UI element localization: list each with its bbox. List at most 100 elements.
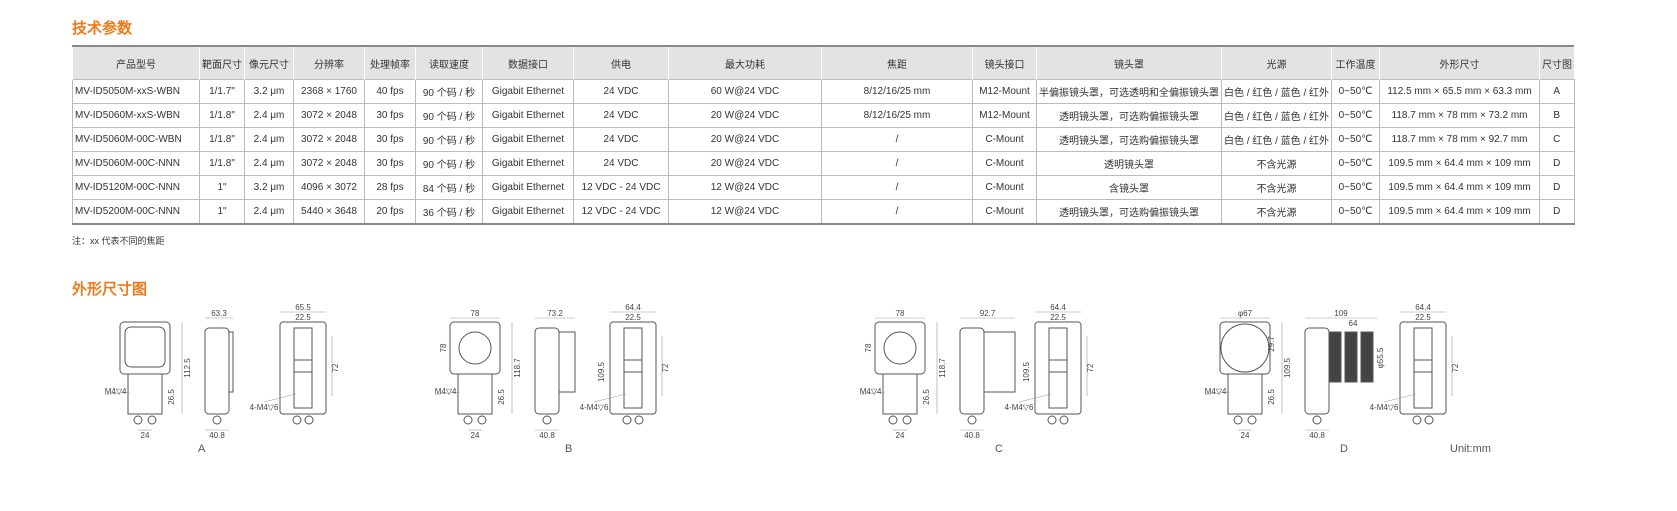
table-cell: 24 VDC [573,127,669,152]
dimension-label: 78 [439,343,448,352]
table-cell: M12-Mount [972,103,1037,128]
dimension-label: 26.5 [922,389,931,405]
column-header: 分辨率 [293,45,365,80]
dimension-label: 40.8 [209,431,225,440]
table-cell: 90 个码 / 秒 [415,127,483,152]
table-cell: C [1539,127,1575,152]
table-cell: D [1539,199,1575,225]
table-cell: C-Mount [972,199,1037,225]
dimension-label: 4-M4▽4 [435,387,457,396]
table-cell: 20 W@24 VDC [668,103,822,128]
dimension-label: 4-M4▽4 [860,387,882,396]
table-cell: MV-ID5060M-00C-NNN [72,151,200,176]
table-cell: 1/1.8" [199,151,245,176]
table-cell: MV-ID5060M-00C-WBN [72,127,200,152]
dimension-label: 24 [471,431,480,440]
table-cell: 28 fps [364,175,416,200]
dimension-label: 109 [1334,309,1348,318]
dimension-label: 64.4 [625,303,641,312]
column-header: 像元尺寸 [244,45,294,80]
table-cell: 5440 × 3648 [293,199,365,225]
table-cell: 8/12/16/25 mm [821,79,973,104]
table-cell: 12 VDC - 24 VDC [573,199,669,225]
dimension-label: 4-M4▽6 [580,403,609,412]
table-cell: 3072 × 2048 [293,103,365,128]
dimension-label: 92.7 [980,309,996,318]
table-cell: 30 fps [364,127,416,152]
dimension-label: 78 [864,343,873,352]
table-cell: 109.5 mm × 64.4 mm × 109 mm [1379,175,1541,200]
table-cell: 白色 / 红色 / 蓝色 / 红外 [1220,103,1333,128]
table-cell: D [1539,151,1575,176]
table-cell: B [1539,103,1575,128]
column-header: 靶面尺寸 [199,45,245,80]
dimension-label: 22.5 [625,313,641,322]
dimension-label: 72 [331,363,340,372]
column-header: 供电 [573,45,669,80]
table-cell: 透明镜头罩，可选购偏振镜头罩 [1036,103,1222,128]
table-cell: 90 个码 / 秒 [415,151,483,176]
table-cell: 白色 / 红色 / 蓝色 / 红外 [1220,127,1333,152]
table-cell: 12 W@24 VDC [668,175,822,200]
dimension-label: 112.5 [183,358,192,378]
dimension-drawing-c: 7878118.726.5244-M4▽492.740.864.422.5109… [860,303,1095,440]
table-cell: 3072 × 2048 [293,151,365,176]
table-cell: Gigabit Ethernet [482,151,574,176]
dimension-label: 72 [1086,363,1095,372]
table-cell: 112.5 mm × 65.5 mm × 63.3 mm [1379,79,1541,104]
dimension-label: φ55.5 [1376,347,1385,368]
dimension-label: 24 [896,431,905,440]
dimension-drawing-a: 112.526.5244-M4▽463.340.865.522.5724-M4▽… [105,303,340,440]
table-header-row: 产品型号靶面尺寸像元尺寸分辨率处理帧率读取速度数据接口供电最大功耗焦距镜头接口镜… [72,45,1575,80]
table-cell: 3.2 μm [244,175,294,200]
table-cell: 透明镜头罩 [1036,151,1222,176]
table-cell: MV-ID5050M-xxS-WBN [72,79,200,104]
unit-label: Unit:mm [1450,443,1491,455]
side-view: 92.740.8 [959,309,1016,440]
table-cell: 半偏振镜头罩，可选透明和全偏振镜头罩 [1036,79,1222,104]
table-cell: / [821,175,973,200]
table-cell: 4096 × 3072 [293,175,365,200]
dimension-drawing-d: φ6729.7109.526.5244-M4▽410964φ55.540.864… [1205,303,1460,440]
table-cell: 84 个码 / 秒 [415,175,483,200]
drawing-section-title: 外形尺寸图 [72,281,148,298]
dimension-drawing-b: 7878118.726.5244-M4▽473.240.864.422.5109… [435,303,670,440]
table-cell: 不含光源 [1220,175,1333,200]
table-cell: 90 个码 / 秒 [415,103,483,128]
table-cell: 2.4 μm [244,103,294,128]
dimension-label: 4-M4▽6 [250,403,279,412]
table-cell: MV-ID5200M-00C-NNN [72,199,200,225]
dimension-label: 22.5 [1050,313,1066,322]
column-header: 数据接口 [482,45,574,80]
table-cell: 118.7 mm × 78 mm × 92.7 mm [1379,127,1541,152]
table-cell: 0~50℃ [1331,79,1381,104]
dimension-label: 26.5 [497,389,506,405]
column-header: 读取速度 [415,45,483,80]
table-cell: 0~50℃ [1331,151,1381,176]
dimension-label: 29.7 [1267,336,1276,352]
table-cell: C-Mount [972,127,1037,152]
table-cell: 1/1.8" [199,127,245,152]
table-cell: 0~50℃ [1331,199,1381,225]
dimension-label: φ67 [1238,309,1253,318]
front-view: 112.526.5244-M4▽4 [105,321,192,440]
table-cell: Gigabit Ethernet [482,199,574,225]
table-cell: C-Mount [972,151,1037,176]
dimension-label: 4-M4▽6 [1005,403,1034,412]
dimension-label: 118.7 [513,358,522,378]
column-header: 光源 [1220,45,1332,80]
table-cell: 2.4 μm [244,151,294,176]
dimension-label: 64 [1349,319,1358,328]
table-cell: 0~50℃ [1331,127,1381,152]
table-cell: 60 W@24 VDC [668,79,822,104]
table-cell: 20 fps [364,199,416,225]
table-cell: 2.4 μm [244,199,294,225]
dimension-label: 118.7 [938,358,947,378]
